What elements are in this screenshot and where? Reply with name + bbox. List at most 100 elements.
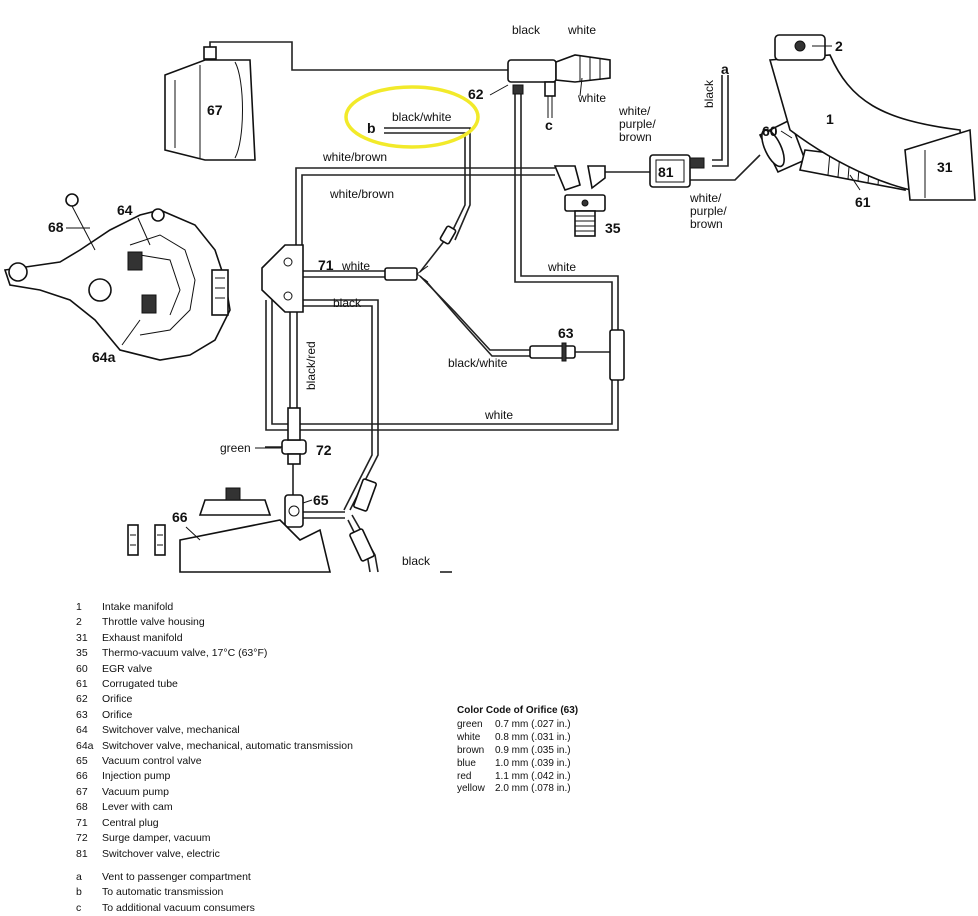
callout-numbers: 2 1 31 60 61 81 35 62 63 64 68 64a 71 72… [48, 38, 953, 525]
callout-2: 2 [835, 38, 843, 54]
legend-item-id: 2 [76, 616, 82, 629]
legend-item-id: 1 [76, 601, 82, 613]
legend-item-text: Orifice [102, 708, 133, 721]
thermo-vacuum-valve-35 [553, 165, 606, 237]
legend-item-text: Central plug [102, 816, 159, 829]
legend-item-text: Injection pump [102, 770, 171, 783]
legend-item-id: 67 [76, 785, 88, 798]
orifice-row: red 1.1 mm (.042 in.) [457, 771, 657, 784]
legend-item-text: Vacuum pump [102, 785, 169, 798]
wpb-bottom-line-2: purple/ [690, 204, 727, 218]
callout-66: 66 [172, 509, 188, 525]
legend-item: 1 Intake manifold [76, 600, 496, 615]
legend-item-id: 35 [76, 647, 88, 660]
callout-35: 35 [605, 220, 621, 236]
callout-c: c [545, 117, 553, 133]
legend-item-id: 71 [76, 816, 88, 829]
legend-item-text: Lever with cam [102, 801, 173, 814]
label-white-62: white [577, 91, 606, 105]
label-black-white-63: black/white [448, 356, 508, 370]
legend-item-text: Orifice [102, 693, 133, 706]
legend-item-id: 62 [76, 693, 88, 706]
label-white-purple-brown-bottom: white/ purple/ brown [689, 191, 730, 231]
legend-item-id: 81 [76, 847, 88, 860]
callout-72: 72 [316, 442, 332, 458]
tee-connector [609, 329, 625, 381]
vacuum-pump-67 [164, 46, 256, 161]
hose-lines [209, 41, 761, 573]
legend-item-text: EGR valve [102, 662, 153, 675]
callout-65: 65 [313, 492, 329, 508]
legend-item-id: 65 [76, 755, 88, 768]
legend-item: 2 Throttle valve housing [76, 615, 496, 630]
wpb-top-line-1: white/ [618, 104, 651, 118]
orifice-size: 1.0 mm (.039 in.) [495, 757, 571, 769]
injection-pump-66 [127, 487, 332, 573]
callout-62: 62 [468, 86, 484, 102]
vacuum-control-valve-65 [284, 494, 304, 528]
legend-item-text: Exhaust manifold [102, 631, 183, 644]
callout-68: 68 [48, 219, 64, 235]
wpb-top-line-3: brown [619, 130, 652, 144]
label-green-72: green [220, 441, 251, 455]
orifice-size: 0.7 mm (.027 in.) [495, 718, 571, 730]
callout-63: 63 [558, 325, 574, 341]
leader-lines [66, 45, 861, 541]
orifice-size: 1.1 mm (.042 in.) [495, 770, 571, 782]
callout-64a: 64a [92, 349, 116, 365]
orifice-color: green [457, 718, 483, 730]
legend-item-id: 63 [76, 708, 88, 721]
orifice-size: 0.8 mm (.031 in.) [495, 731, 571, 743]
legend-spacer [76, 862, 496, 870]
legend-item: 71 Central plug [76, 816, 496, 831]
wpb-bottom-line-3: brown [690, 217, 723, 231]
legend-item: 60 EGR valve [76, 662, 496, 677]
label-white-purple-brown-top: white/ purple/ brown [618, 104, 659, 144]
legend-item-text: Vacuum control valve [102, 755, 202, 768]
legend-item: 35 Thermo-vacuum valve, 17°C (63°F) [76, 646, 496, 661]
legend-item-text: Intake manifold [102, 601, 174, 613]
legend-item-id: 64 [76, 724, 88, 737]
legend-item: 63 Orifice [76, 708, 496, 723]
legend-item: 81 Switchover valve, electric [76, 847, 496, 862]
legend-item-text: Thermo-vacuum valve, 17°C (63°F) [102, 647, 268, 660]
orifice-size: 2.0 mm (.078 in.) [495, 783, 571, 795]
orifice-row: brown 0.9 mm (.035 in.) [457, 745, 657, 758]
orifice-color: red [457, 770, 472, 782]
callout-64: 64 [117, 202, 133, 218]
label-white-brown-mid: white/brown [329, 187, 394, 201]
legend-item: a Vent to passenger compartment [76, 870, 496, 885]
callout-81: 81 [658, 164, 674, 180]
legend-item-text: Switchover valve, electric [102, 847, 220, 860]
orifice-size: 0.9 mm (.035 in.) [495, 744, 571, 756]
orifice-row: green 0.7 mm (.027 in.) [457, 719, 657, 732]
callout-71: 71 [318, 257, 334, 273]
central-plug-71 [261, 244, 304, 313]
hose-labels: black white white black/white white/brow… [220, 23, 730, 568]
label-black-bottom: black [402, 554, 431, 568]
orifice-color: brown [457, 744, 485, 756]
legend-item-text: To additional vacuum consumers [102, 901, 255, 914]
parts-legend: 1 Intake manifold 2 Throttle valve housing 3… [76, 600, 496, 916]
label-white-71: white [341, 259, 370, 273]
label-white-right: white [547, 260, 576, 274]
orifice-62 [507, 54, 611, 118]
legend-item-text: Surge damper, vacuum [102, 832, 211, 845]
legend-item-text: Corrugated tube [102, 678, 178, 691]
legend-item-id: 60 [76, 662, 88, 675]
switchover-valve-assembly-64 [3, 193, 231, 361]
legend-item-text: Throttle valve housing [102, 616, 205, 629]
y-connector-bottom [349, 478, 377, 562]
y-connector [384, 225, 457, 283]
legend-item-id: a [76, 870, 82, 883]
callout-b: b [367, 120, 376, 136]
callout-61: 61 [855, 194, 871, 210]
legend-item-text: Vent to passenger compartment [102, 870, 251, 883]
